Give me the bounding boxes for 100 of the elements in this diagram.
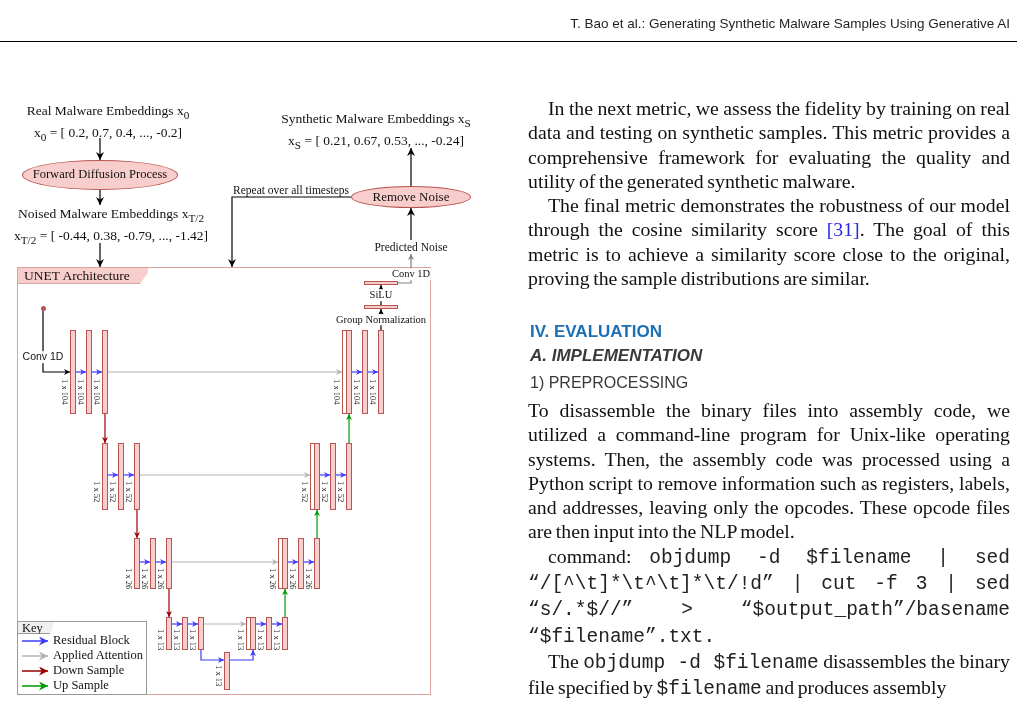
size-label: 1 x 104: [92, 379, 101, 405]
layer-bar: [102, 443, 108, 510]
frame-title: UNET Architecture: [18, 268, 148, 284]
arrow: [282, 588, 288, 618]
size-label: 1 x 52: [124, 481, 133, 503]
embedding-vector: x$_{S}$ = [ 0.21, 0.67, 0.53, ..., -0.24]: [288, 131, 464, 153]
process-ellipse: Forward Diffusion Process: [22, 160, 178, 190]
arrow: [335, 472, 347, 478]
layer-bar: [364, 281, 398, 285]
size-label: 1 x 13: [236, 629, 245, 651]
edge-label: SiLU: [368, 289, 394, 301]
body-paragraph: In the next metric, we assess the fidelity by training on real data and testing on synthetic samples. This metric provides a comprehensive framework for evaluating the quality and utility of the generated synthetic malware.: [528, 96, 1010, 194]
legend-title: Key: [18, 622, 55, 634]
size-label: 1 x 104: [368, 379, 377, 405]
size-label: 1 x 52: [336, 481, 345, 503]
layer-bar: [314, 538, 320, 589]
arrow: [255, 621, 267, 627]
embedding-heading: Real Malware Embeddings x$_{0}$: [26, 102, 190, 123]
arrow: [107, 472, 119, 478]
layer-bar: [182, 617, 188, 650]
arrow: [367, 369, 379, 375]
section-heading: IV. EVALUATION: [530, 322, 662, 342]
layer-bar: [266, 617, 272, 650]
layer-bar: [346, 443, 352, 510]
layer-bar: [166, 538, 172, 589]
size-label: 1 x 13: [172, 629, 181, 651]
layer-bar: [342, 330, 352, 414]
layer-bar: [150, 538, 156, 589]
arrow: [228, 196, 352, 268]
layer-bar: [102, 330, 108, 414]
legend-label: Up Sample: [53, 678, 109, 693]
arrow: [171, 621, 183, 627]
layer-bar: [118, 443, 124, 510]
arrow: [303, 559, 315, 565]
node-label: Predicted Noise: [372, 240, 450, 254]
layer-bar: [166, 617, 172, 650]
embedding-heading: Noised Malware Embeddings x$_{T/2}$: [17, 205, 205, 226]
body-paragraph: The final metric demonstrates the robustness of our model through the cosine similarity score [31]. The goal of this metric is to achieve a similarity score close to the original, proving the sample distributions are similar.: [528, 193, 1010, 291]
arrow: [187, 621, 199, 627]
arrow: [407, 207, 415, 241]
size-label: 1 x 52: [92, 481, 101, 503]
architecture-frame: [17, 267, 431, 695]
arrow: [166, 588, 172, 618]
edge-label: Group Normalization: [334, 313, 428, 326]
arrow: [123, 472, 135, 478]
arrow: [134, 509, 140, 539]
arrow: [271, 621, 283, 627]
size-label: 1 x 52: [320, 481, 329, 503]
arrow: [139, 559, 151, 565]
arrow: [96, 189, 104, 206]
arrow: [203, 621, 247, 627]
layer-bar: [298, 538, 304, 589]
start-dot-icon: [40, 305, 46, 311]
legend-label: Applied Attention: [53, 648, 143, 663]
size-label: 1 x 13: [256, 629, 265, 651]
size-label: 1 x 26: [304, 568, 313, 590]
size-label: 1 x 26: [140, 568, 149, 590]
size-label: 1 x 26: [156, 568, 165, 590]
arrow: [102, 413, 108, 444]
body-paragraph: command: objdump -d $filename | sed “/[^\t]*\t^\t]*\t/!d” | cut -f 3 | sed “s/.*$//” > “$output_path”/basename “$filename”.txt.: [528, 543, 1010, 649]
arrow: [314, 509, 320, 539]
arrow: [155, 559, 167, 565]
layer-bar: [86, 330, 92, 414]
subsubsection-heading: 1) PREPROCESSING: [530, 373, 689, 393]
size-label: 1 x 104: [76, 379, 85, 405]
layer-bar: [278, 538, 288, 589]
process-ellipse: Remove Noise: [351, 186, 471, 208]
layer-bar: [134, 443, 140, 510]
arrow: [139, 472, 311, 478]
arrow: [91, 369, 103, 375]
layer-bar: [362, 330, 368, 414]
embedding-vector: x$_{T/2}$ = [ -0.44, 0.38, -0.79, ..., -1.42]: [13, 226, 209, 248]
citation-link: [31]: [826, 218, 860, 241]
arrow: [107, 369, 343, 375]
layer-bar: [134, 538, 140, 589]
size-label: 1 x 26: [288, 568, 297, 590]
size-label: 1 x 52: [300, 481, 309, 503]
layer-bar: [224, 652, 230, 690]
size-label: 1 x 104: [60, 379, 69, 405]
size-label: 1 x 26: [268, 568, 277, 590]
size-label: 1 x 13: [188, 629, 197, 651]
subsection-heading: A. IMPLEMENTATION: [530, 346, 703, 366]
legend-label: Residual Block: [53, 633, 130, 648]
size-label: 1 x 13: [214, 665, 223, 687]
layer-bar: [364, 305, 398, 309]
size-label: 1 x 52: [108, 481, 117, 503]
arrow: [171, 559, 279, 565]
size-label: 1 x 13: [272, 629, 281, 651]
size-label: 1 x 13: [156, 629, 165, 651]
layer-bar: [198, 617, 204, 650]
arrow: [346, 413, 352, 444]
running-header: T. Bao et al.: Generating Synthetic Malware Samples Using Generative AI: [570, 16, 1010, 32]
layer-bar: [330, 443, 336, 510]
size-label: 1 x 104: [352, 379, 361, 405]
body-paragraph: To disassemble the binary files into assembly code, we utilized a command-line program for Unix-like operating systems. Then, the assembly code was processed using a Python script to remove information such as registers, labels, and addresses, leaving only the opcodes. These opcode files are then input into the NLP model.: [528, 398, 1010, 544]
arrow: [75, 369, 87, 375]
arrow: [96, 242, 104, 268]
arrow: [229, 649, 256, 661]
embedding-heading: Synthetic Malware Embeddings x$_{S}$: [281, 110, 471, 131]
arrow: [407, 147, 415, 187]
